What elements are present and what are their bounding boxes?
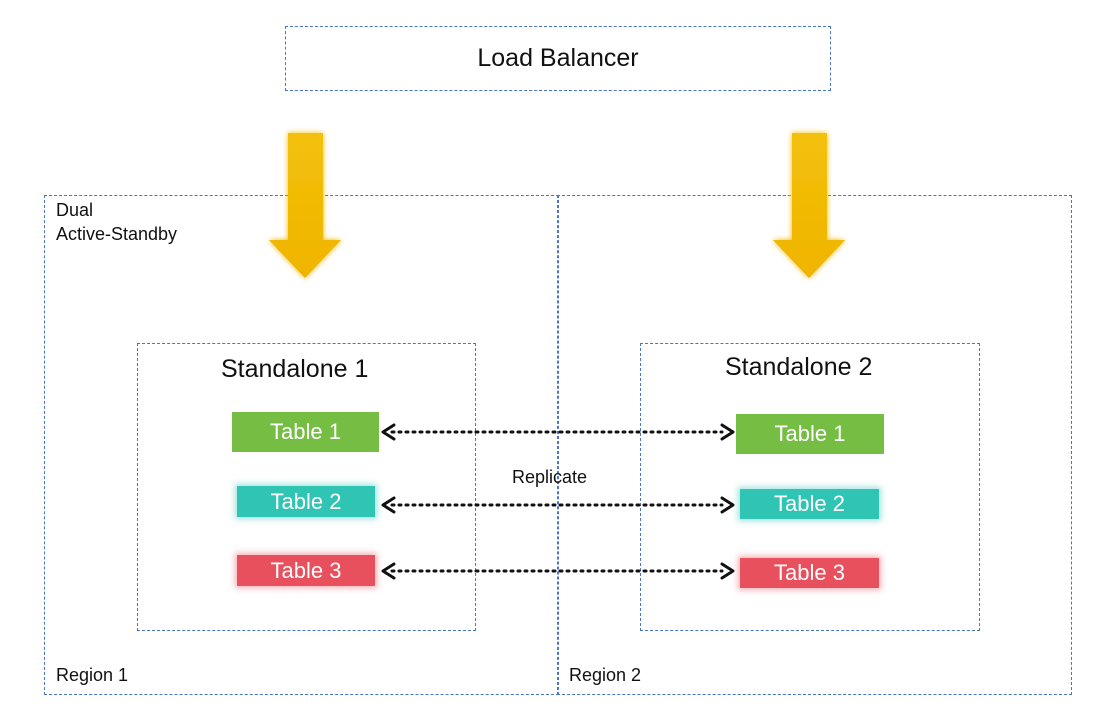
standalone-2-box — [640, 343, 980, 631]
standalone-1-table-1: Table 1 — [232, 412, 379, 452]
standalone-1-table-3: Table 3 — [237, 555, 375, 586]
standalone-1-box — [137, 343, 476, 631]
region-1-label: Region 1 — [56, 665, 129, 685]
load-balancer-label: Load Balancer — [477, 44, 639, 72]
dual-active-standby-label: Dual Active-Standby — [56, 200, 178, 244]
region-2-label: Region 2 — [569, 665, 642, 685]
replicate-label: Replicate — [512, 467, 588, 487]
standalone-2-table-3: Table 3 — [740, 558, 879, 588]
standalone-2-table-1: Table 1 — [736, 414, 884, 454]
standalone-1-table-2: Table 2 — [237, 486, 375, 517]
load-balancer-box — [285, 26, 831, 91]
standalone-2-title: Standalone 2 — [725, 353, 873, 381]
standalone-1-title: Standalone 1 — [221, 355, 369, 383]
standalone-2-table-2: Table 2 — [740, 489, 879, 519]
